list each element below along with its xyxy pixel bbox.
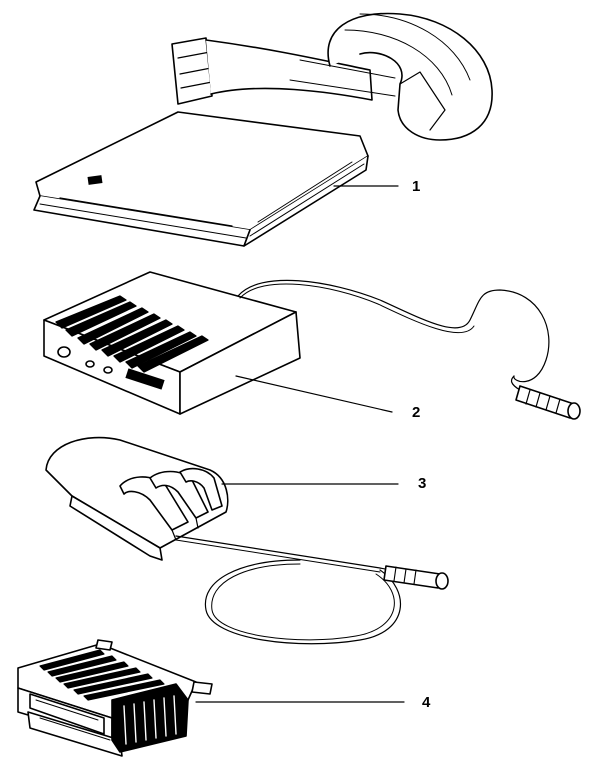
adapter-box xyxy=(43,271,581,420)
callout-4: 4 xyxy=(422,694,431,711)
callout-2: 2 xyxy=(412,404,421,421)
wedge-device xyxy=(45,436,449,645)
callout-3: 3 xyxy=(418,475,427,492)
ribbon-cable xyxy=(171,12,493,141)
callout-1: 1 xyxy=(412,178,421,195)
flat-drive xyxy=(33,111,399,247)
terminator-connector xyxy=(17,639,405,757)
